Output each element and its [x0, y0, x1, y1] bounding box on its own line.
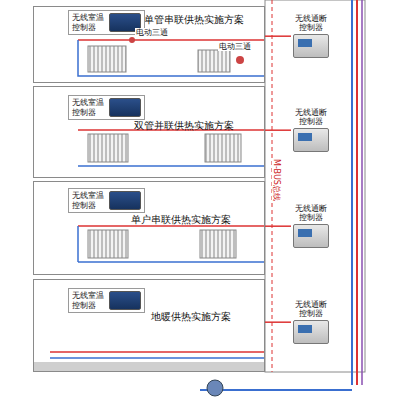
controller-device	[293, 128, 329, 152]
scheme-title: 地暖供热实施方案	[151, 311, 231, 323]
device-label: 无线通断控制器	[294, 14, 328, 32]
onoff-controller: 无线通断控制器	[291, 12, 331, 60]
device-label: 无线室温控制器	[72, 98, 106, 116]
pipe-connector	[265, 35, 291, 37]
pipe-connector	[265, 129, 291, 131]
room-thermostat: 无线室温控制器	[68, 288, 145, 313]
scheme-title: 单管串联供热实施方案	[144, 14, 244, 26]
thermostat-screen	[109, 191, 141, 210]
onoff-controller: 无线通断控制器	[291, 298, 331, 346]
valve-label: 电动三通	[218, 42, 252, 51]
riser	[361, 0, 363, 385]
device-label: 无线室温控制器	[72, 13, 106, 31]
riser-shaft	[265, 0, 365, 372]
floor-pipes	[50, 40, 265, 358]
floor-band: 双管并联供热实施方案 无线室温控制器	[33, 86, 265, 178]
onoff-controller: 无线通断控制器	[291, 106, 331, 154]
thermostat-screen	[109, 291, 141, 310]
pipe-connector	[265, 321, 291, 323]
scheme-title: 双管并联供热实施方案	[134, 120, 234, 132]
device-label: 无线室温控制器	[72, 291, 106, 309]
pump	[200, 380, 352, 396]
controller-device	[293, 224, 329, 248]
device-label: 无线通断控制器	[294, 108, 328, 126]
onoff-controller: 无线通断控制器	[291, 202, 331, 250]
floor-band: 地暖供热实施方案 无线室温控制器	[33, 279, 265, 372]
valve-label: 电动三通	[135, 28, 169, 37]
device-label: 无线室温控制器	[72, 191, 106, 209]
floor-slab	[34, 362, 264, 371]
radiators	[88, 46, 241, 258]
room-thermostat: 无线室温控制器	[68, 10, 145, 35]
controller-device	[293, 320, 329, 344]
room-thermostat: 无线室温控制器	[68, 188, 145, 213]
device-label: 无线通断控制器	[294, 204, 328, 222]
device-label: 无线通断控制器	[294, 300, 328, 318]
controller-device	[293, 34, 329, 58]
floor-band: 单户串联供热实施方案 无线室温控制器	[33, 181, 265, 275]
bus-label: M-BUS总线	[272, 158, 281, 202]
room-thermostat: 无线室温控制器	[68, 95, 145, 120]
scheme-title: 单户串联供热实施方案	[131, 214, 231, 226]
thermostat-screen	[109, 98, 141, 117]
return-riser	[351, 0, 353, 385]
pipe-connector	[265, 225, 291, 227]
supply-riser	[356, 0, 358, 385]
